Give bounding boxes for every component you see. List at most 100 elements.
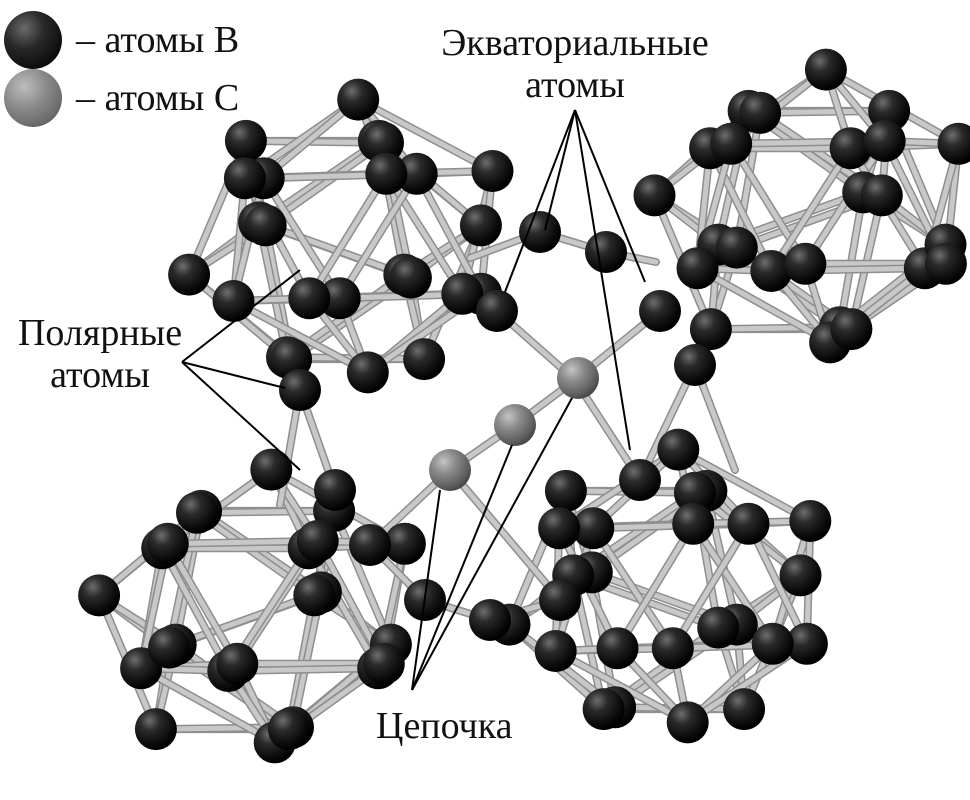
boron-atom — [146, 522, 189, 565]
leader-line-layer — [181, 109, 646, 691]
boron-atom — [314, 469, 356, 511]
bond — [383, 171, 465, 297]
bond — [306, 545, 381, 671]
boron-atom — [639, 290, 681, 332]
boron-atom — [134, 708, 177, 751]
boron-atom — [697, 606, 740, 649]
boron-atom — [148, 626, 191, 669]
boron-atom — [279, 369, 321, 411]
boron-atom — [538, 507, 581, 550]
bond — [230, 298, 371, 375]
boron-atom — [293, 574, 336, 617]
boron-atom — [619, 459, 661, 501]
boron-atom — [362, 121, 404, 164]
boron-atom — [666, 701, 709, 744]
boron-atom — [337, 78, 380, 121]
boron-atom — [176, 491, 218, 534]
boron-atom — [723, 688, 766, 731]
boron-atom — [657, 428, 700, 471]
boron-atom — [727, 502, 770, 545]
boron-atom — [288, 277, 331, 320]
bond — [553, 648, 691, 725]
boron-atom — [441, 272, 484, 315]
legend-item-boron: – атомы В — [4, 10, 239, 70]
boron-atom — [476, 290, 518, 332]
boron-atom — [860, 174, 903, 217]
boron-atom — [672, 502, 715, 545]
boron-atom — [318, 277, 361, 320]
boron-atom — [224, 119, 267, 162]
boron-atom — [924, 242, 967, 285]
boron-atom-symbol — [4, 11, 62, 69]
bond — [414, 171, 484, 297]
boron-atom — [739, 91, 782, 134]
boron-atom — [585, 231, 627, 273]
boron-atom — [596, 627, 639, 670]
legend-item-carbon: – атомы С — [4, 68, 239, 128]
boron-atom — [349, 524, 391, 566]
boron-atom — [244, 204, 287, 247]
bond — [159, 545, 231, 674]
bond — [138, 665, 278, 745]
boron-atom — [633, 174, 676, 217]
boron-atom — [267, 708, 310, 751]
carbon-atom — [494, 404, 536, 446]
label-polar-line1: Полярные — [17, 312, 183, 354]
bond — [703, 488, 740, 628]
boron-atom — [789, 500, 832, 542]
boron-atom — [582, 688, 625, 731]
boron-atom — [223, 157, 266, 200]
boron-atom — [403, 338, 446, 381]
leader-line-chain — [411, 444, 513, 691]
boron-atom — [751, 622, 794, 665]
label-equatorial-atoms: Экваториальные атомы — [410, 22, 740, 106]
bond — [614, 521, 696, 651]
leader-line-equatorial — [504, 109, 576, 293]
label-polar-line2: атомы — [50, 354, 150, 396]
boron-atom — [676, 247, 719, 290]
boron-atom — [250, 448, 293, 491]
boron-atom — [519, 211, 561, 253]
legend-text-boron: – атомы В — [76, 19, 240, 61]
boron-atom — [651, 627, 694, 670]
bond — [331, 508, 394, 648]
bond — [768, 145, 854, 274]
boron-atom — [296, 520, 339, 562]
bond — [734, 110, 763, 251]
leader-line-equatorial — [574, 109, 646, 283]
boron-atom — [212, 280, 255, 322]
boron-atom — [804, 48, 847, 91]
boron-atom — [544, 469, 587, 512]
leader-line-equatorial — [544, 109, 576, 231]
bond — [746, 521, 810, 647]
boron-atom — [78, 574, 121, 617]
label-equatorial-line1: Экваториальные — [441, 22, 709, 64]
boron-atom — [216, 642, 259, 685]
bond — [670, 521, 752, 651]
boron-atom — [346, 351, 389, 394]
bond — [447, 467, 563, 603]
legend-text-carbon: – атомы С — [76, 77, 240, 119]
bond — [261, 175, 343, 301]
boron-atom — [534, 630, 577, 672]
leader-line-chain — [411, 489, 441, 691]
boron-atom — [779, 554, 822, 597]
bond — [590, 525, 676, 651]
leader-line-polar — [181, 269, 301, 363]
label-equatorial-line2: атомы — [525, 64, 625, 106]
label-polar-atoms: Полярные атомы — [0, 312, 200, 396]
boron-atom — [395, 152, 438, 195]
boron-atom — [830, 308, 873, 351]
boron-atom — [750, 250, 793, 292]
boron-atom — [673, 471, 716, 514]
leader-line-chain — [411, 397, 573, 691]
carbon-atom-symbol — [4, 69, 62, 127]
bond — [675, 447, 813, 524]
label-chain: Цепочка — [376, 705, 513, 747]
boron-atom — [365, 152, 408, 195]
boron-atom — [383, 522, 426, 565]
leader-line-equatorial — [574, 109, 631, 451]
bond — [355, 97, 496, 174]
bond — [165, 541, 240, 667]
